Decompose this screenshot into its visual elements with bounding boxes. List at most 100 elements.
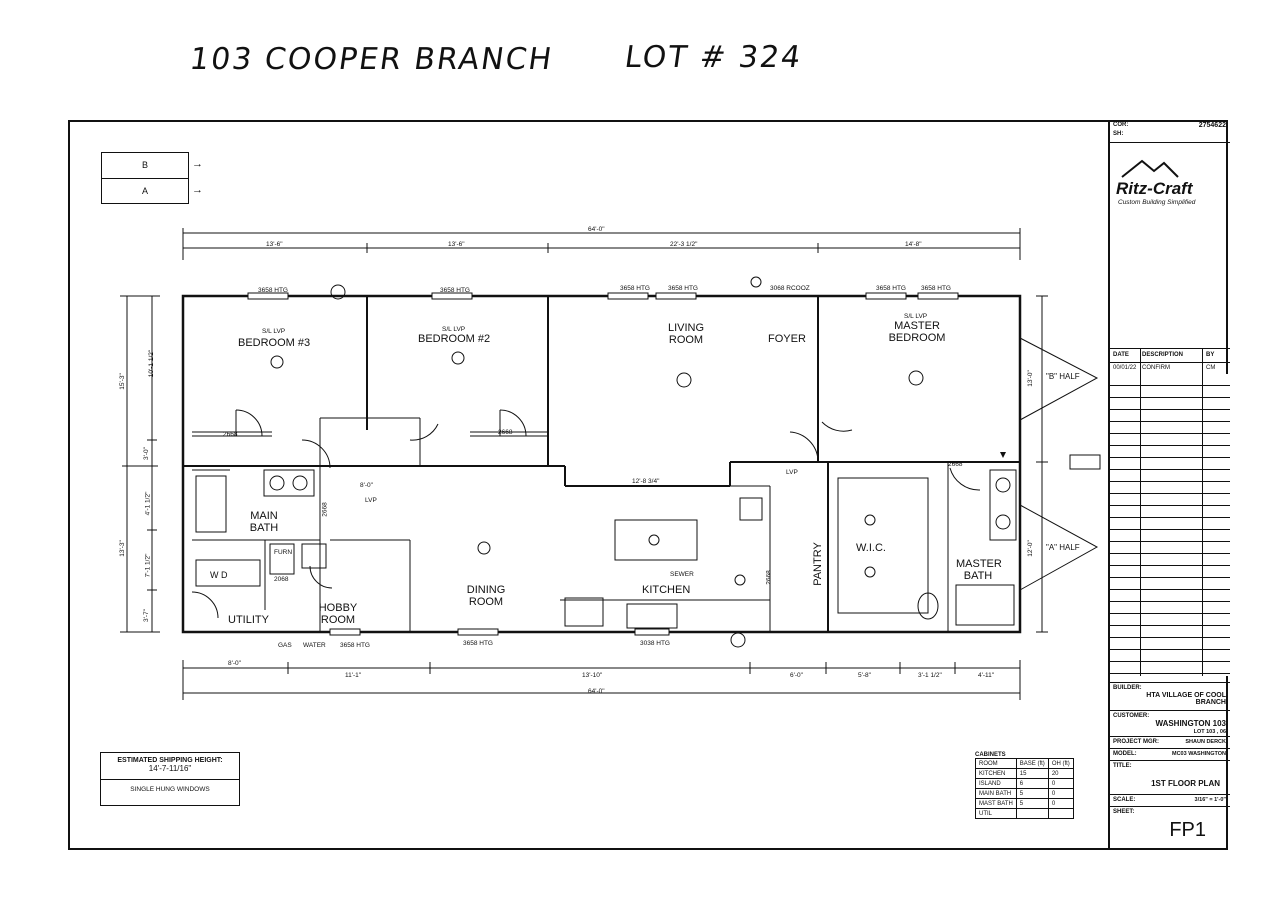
floor-lvp: LVP xyxy=(786,469,798,476)
dimension-top-3: 22'-3 1/2" xyxy=(670,241,698,248)
window-label: 3658 HTG xyxy=(876,285,906,292)
room-master-bath: MASTER BATH xyxy=(956,558,1002,582)
door-label: 2068 xyxy=(274,576,289,583)
dimension-interior-1: 12'-8 3/4" xyxy=(632,478,660,485)
cabinet-room: UTIL xyxy=(975,808,1017,819)
rev-date-header: DATE xyxy=(1113,352,1129,358)
cabinets-table: CABINETS ROOM BASE (ft) OH (ft) KITCHEN … xyxy=(975,752,1074,819)
rep-row: PROJECT MGR: SHAUN DERCK xyxy=(1110,736,1230,748)
window-type-note: SINGLE HUNG WINDOWS xyxy=(101,779,239,793)
dimension-top-2: 13'-6" xyxy=(448,241,465,248)
cabinet-base: 15 xyxy=(1015,768,1049,779)
room-utility: UTILITY xyxy=(228,614,269,626)
rev-desc-header: DESCRIPTION xyxy=(1142,352,1184,358)
window-label: 3658 HTG xyxy=(921,285,951,292)
dimension-left-6: 13'-3" xyxy=(118,540,126,557)
rev-date: 00/01/22 xyxy=(1113,365,1137,371)
floor-plan xyxy=(120,228,1101,700)
cabinet-base: 6 xyxy=(1015,778,1049,789)
title-row: TITLE: 1ST FLOOR PLAN xyxy=(1110,760,1230,794)
customer-lot: LOT 103 , 06 xyxy=(1193,729,1226,735)
sheet-row: SHEET: FP1 xyxy=(1110,806,1230,848)
room-dining: DINING ROOM xyxy=(466,584,506,608)
window-label: 3658 HTG xyxy=(668,285,698,292)
rep-label: PROJECT MGR: xyxy=(1113,739,1160,745)
window-label: 3658 HTG xyxy=(620,285,650,292)
section-legend: B A xyxy=(101,152,189,204)
arrow-right-icon: → xyxy=(192,184,203,196)
dimension-bottom-2: 11'-1" xyxy=(345,672,362,679)
rev-by: CM xyxy=(1206,365,1216,371)
dimension-bottom-3: 13'-10" xyxy=(582,672,603,679)
rev-desc: CONFIRM xyxy=(1142,365,1170,371)
dimension-left-3: 3'-0" xyxy=(142,447,150,460)
room-bedroom-3: BEDROOM #3 xyxy=(238,337,311,349)
table-row: MAST BATH 5 0 xyxy=(975,798,1074,809)
gas-label: GAS xyxy=(278,642,292,649)
rep-value: SHAUN DERCK xyxy=(1185,739,1226,745)
dimension-interior-2: 8'-0" xyxy=(360,482,373,489)
revision-grid xyxy=(1110,374,1230,676)
arrow-right-icon: → xyxy=(192,158,203,170)
model-label: MODEL: xyxy=(1113,751,1137,757)
sewer-label: SEWER xyxy=(670,571,694,578)
room-foyer: FOYER xyxy=(768,333,806,345)
floor-lvp: S/L LVP xyxy=(442,326,466,333)
dimension-left-7: 3'-7" xyxy=(142,609,150,622)
overall-dimension-top: 64'-0" xyxy=(588,226,605,233)
water-label: WATER xyxy=(303,642,326,649)
cabinet-oh: 20 xyxy=(1047,768,1074,779)
dimension-bottom-7: 4'-11" xyxy=(978,672,995,679)
dimension-top-4: 14'-8" xyxy=(905,241,922,248)
sheet-value: FP1 xyxy=(1169,819,1206,841)
room-wic: W.I.C. xyxy=(856,542,886,554)
entry-door-label: 3068 RCOOZ xyxy=(770,285,810,292)
dimension-left-2: 15'-3" xyxy=(118,373,126,390)
dimension-right-1: 13'-0" xyxy=(1026,370,1034,387)
room-main-bath: MAIN BATH xyxy=(249,510,279,534)
scale-label: SCALE: xyxy=(1113,797,1136,803)
rev-by-header: BY xyxy=(1206,352,1215,358)
revision-col-divider xyxy=(1140,348,1141,676)
brand-logo: Ritz-Craft xyxy=(1116,179,1193,198)
window-label: 3038 HTG xyxy=(640,640,670,647)
cabinet-base xyxy=(1015,808,1049,819)
room-hobby: HOBBY ROOM xyxy=(318,602,358,626)
cabinets-grid: ROOM BASE (ft) OH (ft) KITCHEN 15 20 ISL… xyxy=(975,758,1074,819)
cabinet-oh xyxy=(1047,808,1074,819)
cabinets-title: CABINETS xyxy=(975,752,1006,758)
table-row: MAIN BATH 5 0 xyxy=(975,788,1074,799)
table-row: KITCHEN 15 20 xyxy=(975,768,1074,779)
room-living: LIVING ROOM xyxy=(667,322,705,346)
cabinet-oh: 0 xyxy=(1047,778,1074,789)
a-half-label: "A" HALF xyxy=(1046,543,1080,552)
dimension-top-1: 13'-6" xyxy=(266,241,283,248)
dimension-bottom-4: 6'-0" xyxy=(790,672,803,679)
window-label: 3658 HTG xyxy=(440,287,470,294)
house-logo-icon xyxy=(1121,159,1179,178)
table-row: UTIL xyxy=(975,808,1074,819)
model-value: MC03 WASHINGTON xyxy=(1172,751,1226,757)
room-bedroom-2: BEDROOM #2 xyxy=(418,333,491,345)
legend-b: B xyxy=(102,153,188,179)
revision-col-divider xyxy=(1202,348,1203,676)
furnace-label: FURN xyxy=(274,549,293,556)
window-label: 3658 HTG xyxy=(258,287,288,294)
table-row: ISLAND 6 0 xyxy=(975,778,1074,789)
cabinet-base: 5 xyxy=(1015,788,1049,799)
customer-value: WASHINGTON 103 xyxy=(1155,719,1226,728)
cabinet-base: 5 xyxy=(1015,798,1049,809)
scale-value: 3/16" = 1'-0" xyxy=(1194,797,1226,803)
revision-header: DATE DESCRIPTION BY xyxy=(1110,348,1230,362)
room-kitchen: KITCHEN xyxy=(642,584,691,596)
door-label: 2668 xyxy=(321,502,329,517)
brand-tagline: Custom Building Simplified xyxy=(1118,199,1196,206)
washer-dryer-label: W D xyxy=(210,570,228,580)
sh-label: SH: xyxy=(1113,131,1124,137)
room-pantry: PANTRY xyxy=(811,542,824,586)
cor-label: COR: xyxy=(1113,122,1129,128)
dimension-right-2: 12'-0" xyxy=(1026,540,1034,557)
dimension-bottom-5: 5'-8" xyxy=(858,672,871,679)
door-label: 2668 xyxy=(765,570,773,585)
customer-row: CUSTOMER: WASHINGTON 103 LOT 103 , 06 xyxy=(1110,710,1230,736)
